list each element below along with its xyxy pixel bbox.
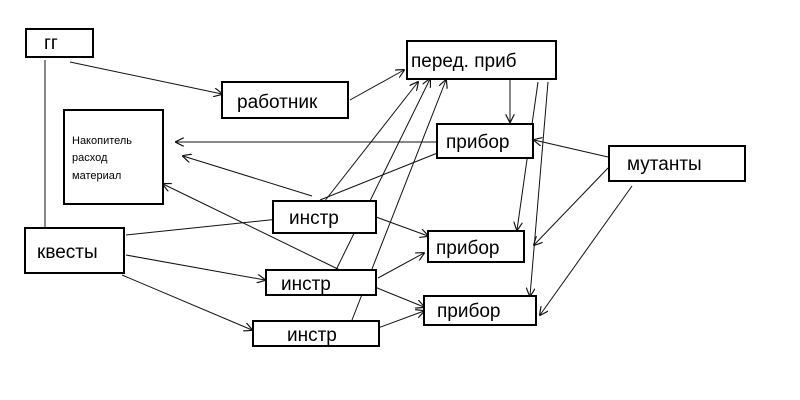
edge-tool2-storage [163,184,345,273]
edge-device1-tool1 [319,151,441,201]
edge-tool2-device2 [377,253,424,279]
edge-tool3-device3 [377,311,424,329]
edge-transfer-device3 [530,81,549,296]
edge-tool1-storage [183,156,313,197]
edge-worker-transfer [349,70,404,101]
edge-quests-tool1 [125,218,288,236]
node-storage-line-2: расход [72,152,108,164]
edge-tool2-transfer [335,79,430,271]
node-tool-1-label: инстр [289,208,339,229]
node-device-3-label: прибор [437,301,501,322]
edge-gg-worker [69,61,222,94]
node-storage[interactable]: Накопитель расход материал [63,109,164,205]
edge-tool1-transfer [323,82,418,203]
node-quests-label: квесты [37,242,98,263]
node-transfer-label: перед. приб [411,51,517,72]
node-mutants[interactable]: мутанты [608,145,746,182]
edge-mutants-device1 [534,140,609,158]
node-tool-3[interactable]: инстр [252,320,380,347]
node-gg[interactable]: гг [25,28,94,58]
node-gg-label: гг [44,33,58,54]
node-tool-1[interactable]: инстр [272,200,377,234]
node-quests[interactable]: квесты [24,227,125,274]
node-device-2-label: прибор [436,238,500,259]
edge-mutants-device3 [540,185,633,315]
node-device-1-label: прибор [446,132,510,153]
edge-quests-tool2 [125,254,265,280]
node-tool-2-label: инстр [281,274,331,295]
edge-tool1-device2 [375,216,428,236]
node-device-2[interactable]: прибор [427,230,525,263]
node-device-3[interactable]: прибор [423,295,537,326]
node-storage-line-3: материал [72,170,121,182]
node-storage-line-1: Накопитель [72,135,132,147]
edge-quests-tool3 [121,274,252,330]
node-tool-2[interactable]: инстр [265,269,377,296]
edge-mutants-device2 [534,167,609,245]
node-worker-label: работник [237,92,318,113]
node-transfer[interactable]: перед. приб [406,40,557,80]
node-tool-3-label: инстр [287,325,337,346]
node-worker[interactable]: работник [221,81,349,119]
node-device-1[interactable]: прибор [436,123,534,159]
node-mutants-label: мутанты [627,154,702,175]
